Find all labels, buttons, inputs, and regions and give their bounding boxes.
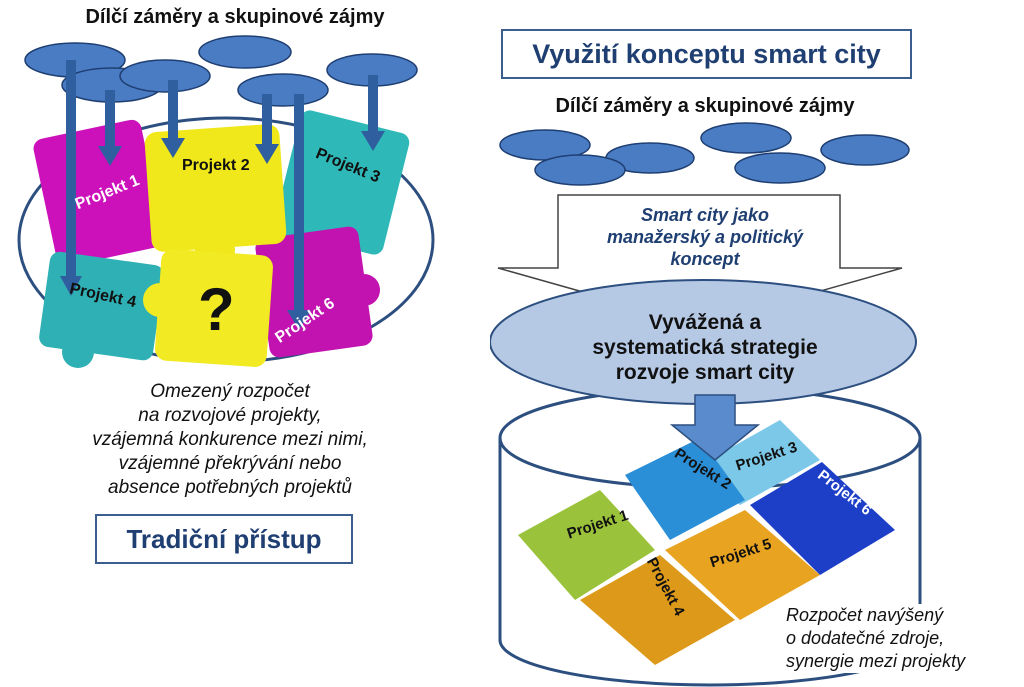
interest-ellipse <box>700 122 792 154</box>
left-note-line: na rozvojové projekty, <box>138 405 322 426</box>
puzzle-piece-projekt-2 <box>625 438 745 540</box>
smart-city-title: Využití konceptu smart city <box>501 29 912 79</box>
puzzle-piece-projekt-6 <box>750 462 895 575</box>
left-note-line: vzájemná konkurence mezi nimi, <box>92 429 368 450</box>
puzzle-piece-projekt-5 <box>665 510 820 620</box>
left-diagram: Projekt 1 Projekt 2 Projekt 3 Projekt 4 … <box>17 35 435 368</box>
left-note-line: absence potřebných projektů <box>108 477 352 498</box>
interest-ellipse <box>534 154 626 186</box>
puzzle-piece-projekt-6 <box>255 226 380 358</box>
budget-line: o dodatečné zdroje, <box>786 628 945 648</box>
strategy-text: Vyvážená a systematická strategie rozvoj… <box>570 310 840 385</box>
concept-line: koncept <box>670 249 740 269</box>
traditional-approach-label: Tradiční přístup <box>95 514 353 564</box>
left-note-line: vzájemné překrývání nebo <box>118 453 342 474</box>
interest-ellipse <box>237 73 329 107</box>
puzzle-piece-projekt-4 <box>580 555 735 665</box>
right-heading: Dílčí záměry a skupinové zájmy <box>555 95 855 117</box>
interest-ellipse <box>119 59 211 93</box>
left-heading: Dílčí záměry a skupinové zájmy <box>85 6 385 28</box>
interest-ellipse <box>820 134 910 166</box>
interest-ellipse <box>734 152 826 184</box>
right-diagram: Projekt 1 Projekt 2 Projekt 3 Projekt 4 … <box>490 122 922 687</box>
concept-line: Smart city jako <box>640 205 770 225</box>
strategy-down-arrow <box>669 394 761 461</box>
strategy-line: Vyvážená a <box>648 311 762 334</box>
concept-line: manažerský a politický <box>606 227 804 247</box>
puzzle-piece-projekt-1 <box>518 490 655 600</box>
left-note: Omezený rozpočet na rozvojové projekty, … <box>40 380 420 500</box>
strategy-line: systematická strategie <box>592 336 818 359</box>
left-project-label: Projekt 2 <box>182 157 250 174</box>
concept-text: Smart city jako manažerský a politický k… <box>585 204 825 270</box>
down-arrows <box>60 60 385 330</box>
left-note-line: Omezený rozpočet <box>150 381 310 402</box>
strategy-line: rozvoje smart city <box>615 361 795 384</box>
budget-note: Rozpočet navýšený o dodatečné zdroje, sy… <box>786 604 1020 673</box>
interest-ellipse <box>198 35 292 69</box>
budget-line: Rozpočet navýšený <box>786 605 944 625</box>
puzzle-piece-question <box>143 249 273 367</box>
budget-line: synergie mezi projekty <box>786 651 966 671</box>
question-mark: ? <box>198 276 235 343</box>
